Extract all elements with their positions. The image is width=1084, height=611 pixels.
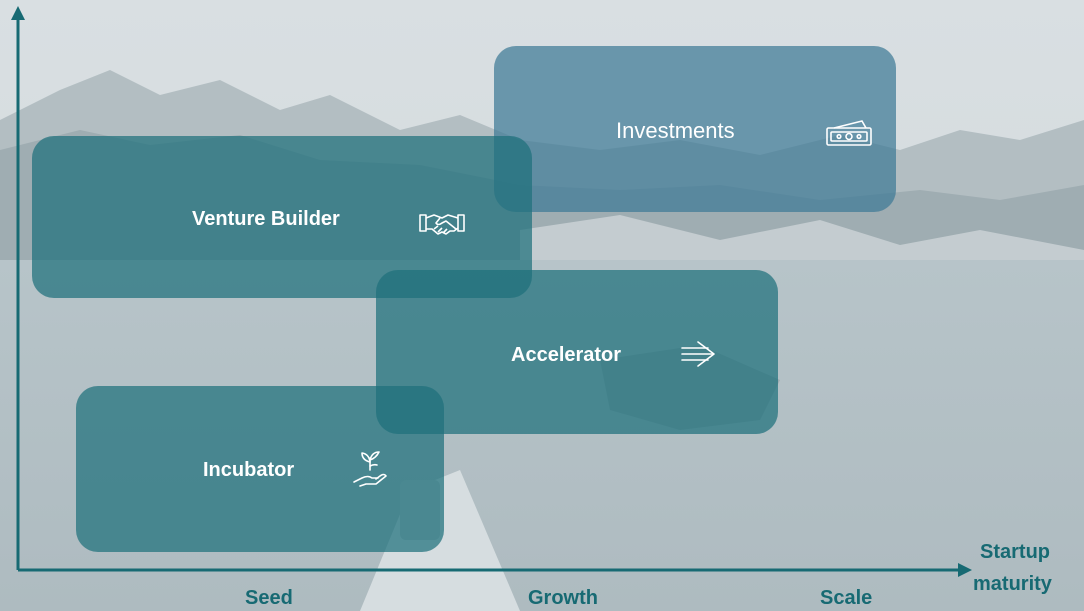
x-axis-title-line1: Startup (980, 541, 1050, 563)
incubator-label: Incubator (203, 459, 295, 481)
accelerator-label: Accelerator (511, 344, 622, 366)
y-axis-arrowhead (11, 6, 25, 20)
x-axis-tick-growth: Growth (528, 587, 598, 609)
plant-in-hand-icon (352, 448, 388, 488)
x-axis-arrowhead (958, 563, 972, 577)
x-axis-tick-scale: Scale (820, 587, 873, 609)
venture-builder-label: Venture Builder (192, 208, 340, 230)
fast-forward-arrows-icon (678, 338, 720, 370)
investments-box[interactable] (494, 46, 896, 212)
investments-label: Investments (616, 118, 735, 143)
money-bill-icon (824, 118, 874, 148)
incubator-box[interactable] (76, 386, 444, 552)
x-axis-tick-seed: Seed (245, 587, 293, 609)
handshake-icon (418, 207, 466, 239)
x-axis-title-line2: maturity (973, 573, 1052, 595)
